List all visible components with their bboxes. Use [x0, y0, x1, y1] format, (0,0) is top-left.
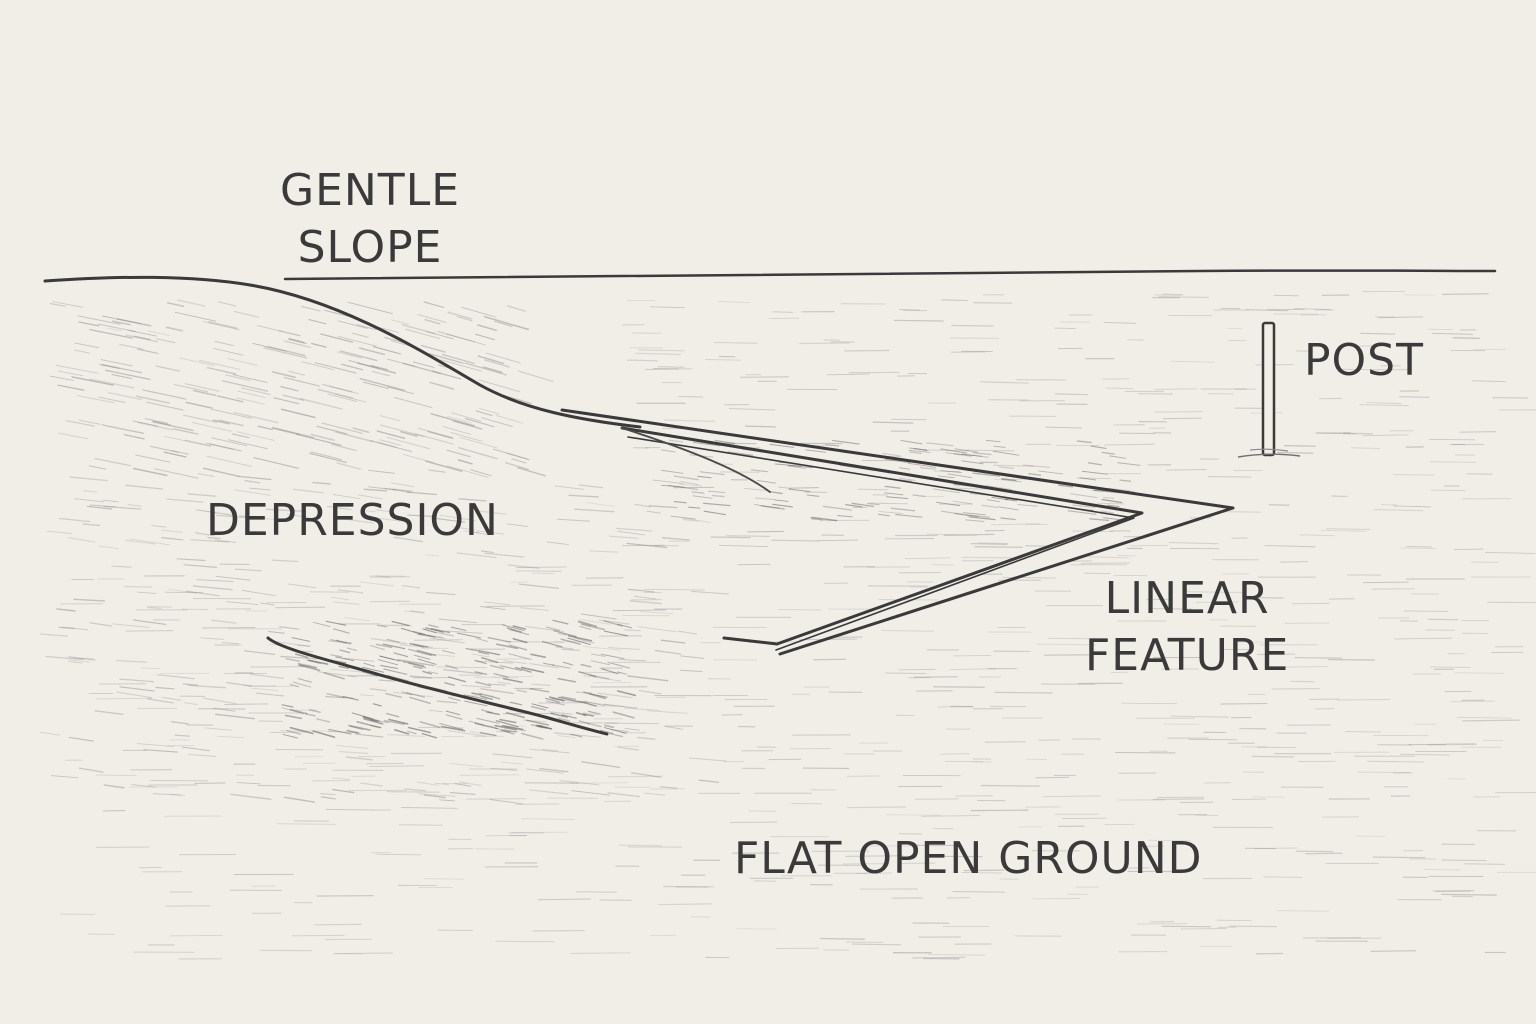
flat-open-ground-label: FLAT OPEN GROUND	[734, 833, 1203, 884]
depression-edge	[266, 636, 609, 736]
gentle-slope-label: GENTLE SLOPE	[280, 162, 460, 276]
ground-hatching	[39, 290, 1536, 960]
gentle-slope-label-line-2: SLOPE	[297, 222, 443, 274]
depression-shading	[281, 439, 1141, 740]
gentle-slope-label-line-1: GENTLE	[280, 165, 461, 216]
linear-feature-label-line-2: FEATURE	[1085, 630, 1290, 682]
linear-feature-inner	[620, 426, 1144, 646]
linear-feature-trench	[621, 427, 771, 493]
linear-feature-label: LINEAR FEATURE	[1085, 570, 1289, 684]
post	[1237, 321, 1301, 458]
horizon-line	[283, 269, 1497, 281]
depression-label: DEPRESSION	[206, 495, 499, 546]
post-label: POST	[1304, 335, 1424, 386]
linear-feature-label-line-1: LINEAR	[1104, 573, 1270, 624]
slope-outline	[43, 275, 642, 429]
linear-feature-rail	[627, 436, 1135, 651]
linear-feature-outer	[560, 408, 1235, 656]
